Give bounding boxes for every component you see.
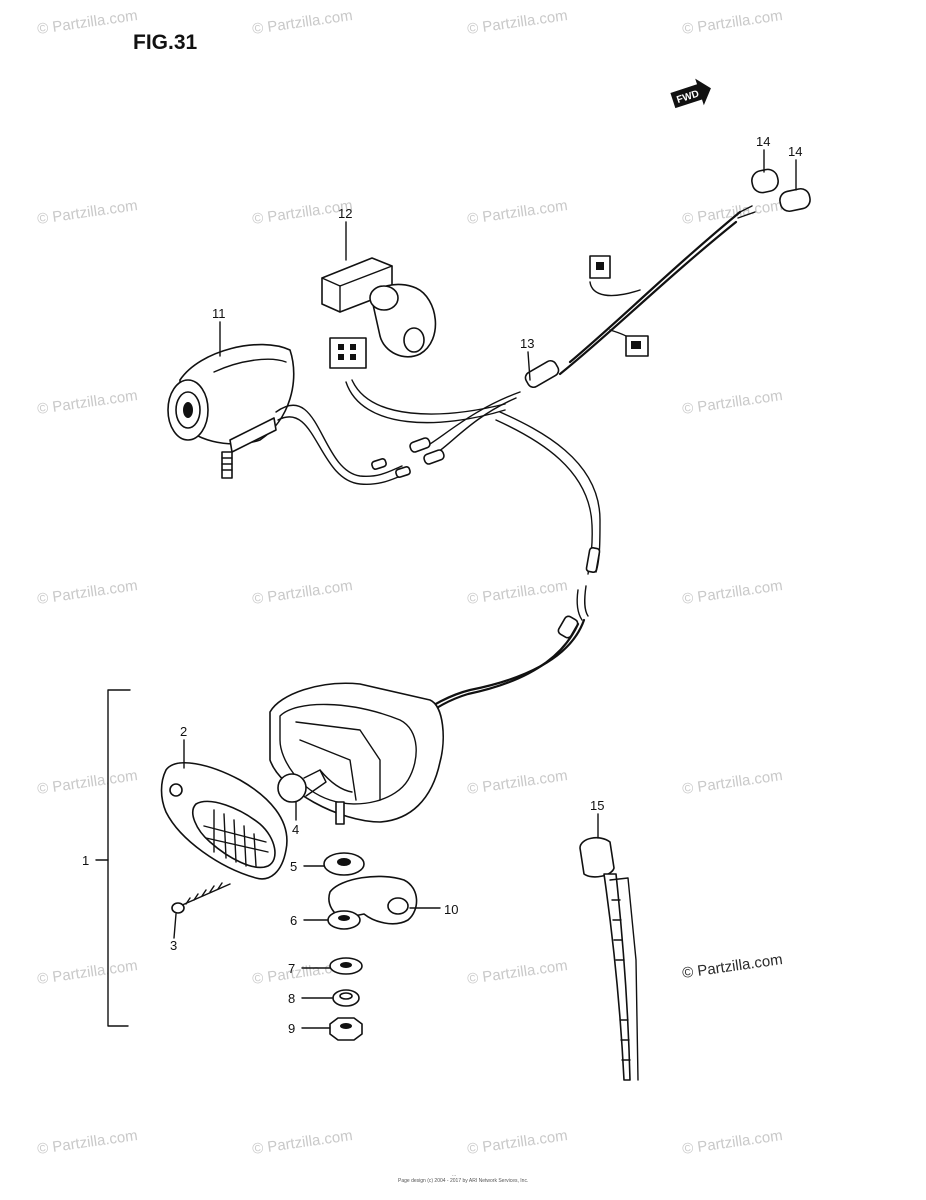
watermark: © Partzilla.com [251,577,353,608]
part-15-cable-tie [579,836,639,1081]
hardware-stack [323,852,418,1041]
watermark: © Partzilla.com [466,7,568,38]
callout-5: 5 [290,859,297,874]
callout-11: 11 [212,306,226,321]
footer-line-1: ... [452,1172,456,1178]
assembly-bracket [95,689,131,1027]
callout-1: 1 [82,853,89,868]
callout-14a: 14 [756,134,770,149]
taillight-housing [269,682,444,825]
part-14-grommets [751,168,811,213]
watermark: © Partzilla.com [681,577,783,608]
callouts: 1 2 3 4 5 6 7 8 9 10 11 12 13 14 14 15 [82,134,802,1036]
watermark: © Partzilla.com [36,387,138,418]
taillight-harness [416,585,589,722]
watermark: © Partzilla.com [681,767,783,798]
callout-6: 6 [290,913,297,928]
watermark: © Partzilla.com [681,7,783,38]
watermark-dark: © Partzilla.com [681,951,783,982]
watermark: © Partzilla.com [466,1127,568,1158]
watermark: © Partzilla.com [36,577,138,608]
watermark: © Partzilla.com [681,1127,783,1158]
watermark: © Partzilla.com [36,7,138,38]
watermark: © Partzilla.com [36,1127,138,1158]
footer-line-2: Page design (c) 2004 - 2017 by ARI Netwo… [398,1178,528,1184]
watermark: © Partzilla.com [681,197,783,228]
part-11-lamp [167,343,411,486]
part-2-lens [160,762,288,880]
watermark: © Partzilla.com [466,957,568,988]
watermark: © Partzilla.com [466,197,568,228]
watermark: © Partzilla.com [36,197,138,228]
callout-7: 7 [288,961,295,976]
part-12-switch [321,257,437,369]
callout-9: 9 [288,1021,295,1036]
callout-2: 2 [180,724,187,739]
callout-4: 4 [292,822,299,837]
figure-title: FIG.31 [133,31,198,54]
watermark: © Partzilla.com [466,767,568,798]
part-3-screw [171,882,231,914]
wiring-harness [345,205,756,575]
watermark: © Partzilla.com [681,387,783,418]
callout-14b: 14 [788,144,802,159]
watermark: © Partzilla.com [36,767,138,798]
watermark: © Partzilla.com [36,957,138,988]
callout-12: 12 [338,206,352,221]
callout-8: 8 [288,991,295,1006]
watermark: © Partzilla.com [251,7,353,38]
leader-lines [173,149,797,1029]
bulb-icon [277,773,307,803]
callout-15: 15 [590,798,604,813]
callout-3: 3 [170,938,177,953]
watermark: © Partzilla.com [251,1127,353,1158]
callout-13: 13 [520,336,534,351]
watermark: © Partzilla.com [466,577,568,608]
watermark-layer: © Partzilla.com © Partzilla.com © Partzi… [36,7,783,1158]
fwd-arrow-icon: FWD [670,78,711,109]
callout-10: 10 [444,902,458,917]
